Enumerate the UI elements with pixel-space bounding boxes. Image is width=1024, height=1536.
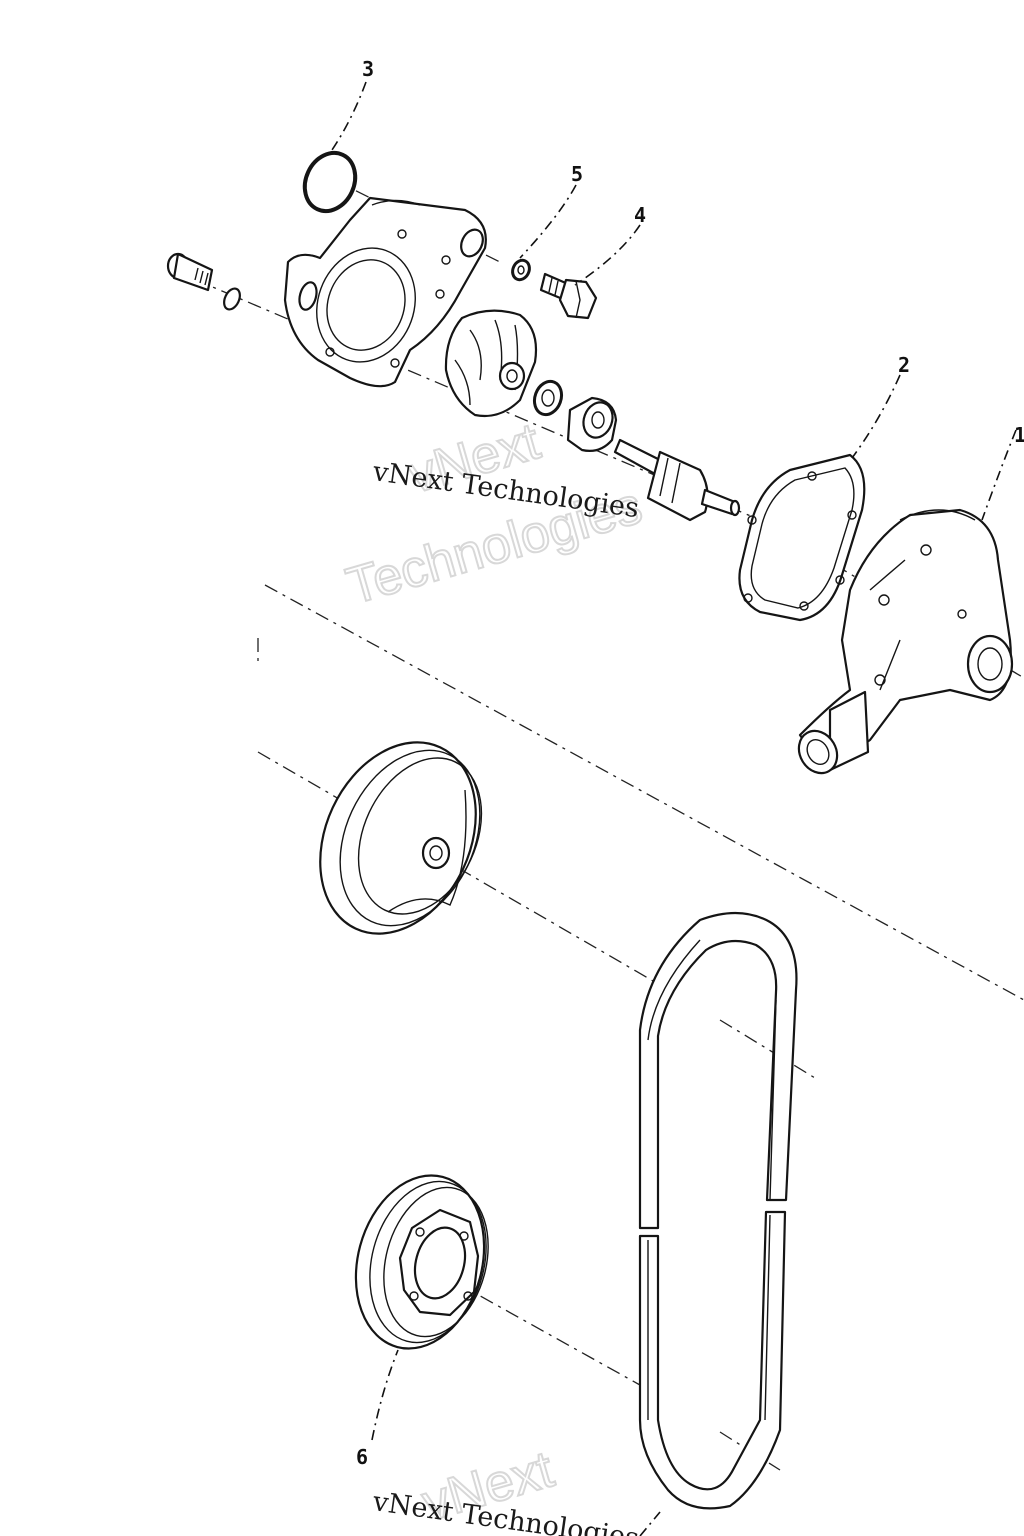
assembly-axis-lines [167,177,1024,1471]
callout-3: 3 [362,57,374,81]
pump-pulley-part [319,741,483,935]
crank-pulley-part [354,1174,489,1350]
washer-part [511,258,531,282]
gasket-part [738,453,866,622]
callout-5: 5 [571,162,583,186]
callout-2: 2 [898,353,910,377]
callout-1: 1 [1014,423,1024,447]
housing-cover-part [283,196,487,388]
v-belt-part [638,911,798,1510]
bearing-seal-part [566,396,618,452]
callout-leaders [331,81,1017,1536]
water-pump-body-part [797,508,1014,775]
callout-4: 4 [634,203,646,227]
callout-6: 6 [356,1445,368,1469]
shaft-bearing-part [613,438,741,522]
o-ring-part [302,150,358,214]
impeller-part [444,309,538,418]
callout-labels: 3 5 4 2 1 6 [356,57,1024,1469]
seal-part [532,379,564,417]
hex-bolt-part [539,272,598,320]
mounting-bolt-part [166,252,241,311]
